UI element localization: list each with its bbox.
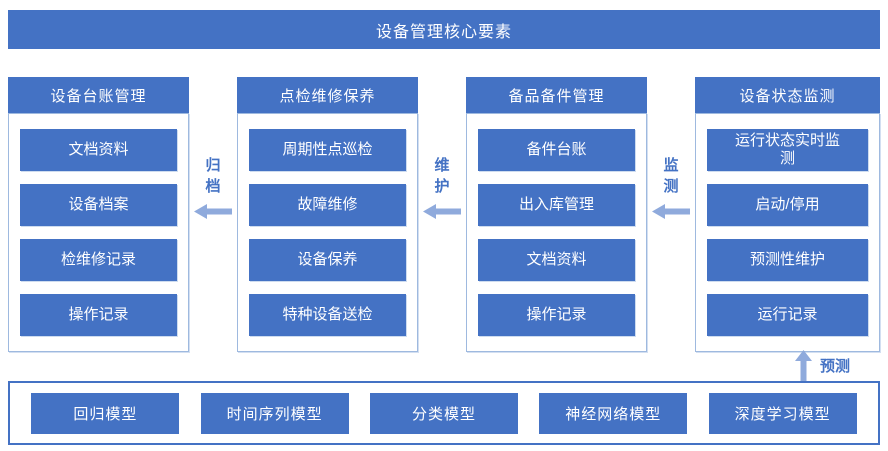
item-box: 故障维修 xyxy=(249,184,406,226)
item-box: 设备档案 xyxy=(20,184,177,226)
item-box: 备件台账 xyxy=(478,129,635,171)
model-box: 时间序列模型 xyxy=(200,392,349,434)
flow-label: 预测 xyxy=(820,358,851,375)
title-banner: 设备管理核心要素 xyxy=(8,10,880,49)
item-box: 出入库管理 xyxy=(478,184,635,226)
item-box: 预测性维护 xyxy=(707,239,868,281)
item-box: 设备保养 xyxy=(249,239,406,281)
model-box: 神经网络模型 xyxy=(539,392,688,434)
flow-gap-archive: 归档 xyxy=(189,77,237,219)
column-spare-parts: 备品备件管理 备件台账 出入库管理 文档资料 操作记录 xyxy=(466,77,647,352)
predict-flow: 预测 xyxy=(795,350,850,381)
flow-label: 归档 xyxy=(205,157,221,195)
column-header: 设备台账管理 xyxy=(8,77,189,113)
column-body: 运行状态实时监测 启动/停用 预测性维护 运行记录 xyxy=(695,113,880,352)
column-status-monitoring: 设备状态监测 运行状态实时监测 启动/停用 预测性维护 运行记录 xyxy=(695,77,880,352)
flow-label: 维护 xyxy=(434,157,450,195)
column-body: 备件台账 出入库管理 文档资料 操作记录 xyxy=(466,113,647,352)
item-box: 启动/停用 xyxy=(707,184,868,226)
item-box: 运行状态实时监测 xyxy=(707,129,868,171)
item-box: 文档资料 xyxy=(478,239,635,281)
item-box: 文档资料 xyxy=(20,129,177,171)
item-box: 检维修记录 xyxy=(20,239,177,281)
item-box: 操作记录 xyxy=(20,294,177,336)
item-box: 特种设备送检 xyxy=(249,294,406,336)
page-title: 设备管理核心要素 xyxy=(375,23,512,41)
flow-gap-maintain: 维护 xyxy=(418,77,466,219)
arrow-left-icon xyxy=(194,204,232,219)
item-label: 运行状态实时监测 xyxy=(734,132,840,167)
arrow-left-icon xyxy=(652,204,690,219)
column-inspection-maintenance: 点检维修保养 周期性点巡检 故障维修 设备保养 特种设备送检 xyxy=(237,77,418,352)
column-equipment-ledger: 设备台账管理 文档资料 设备档案 检维修记录 操作记录 xyxy=(8,77,189,352)
column-body: 周期性点巡检 故障维修 设备保养 特种设备送检 xyxy=(237,113,418,352)
model-box: 分类模型 xyxy=(369,392,518,434)
column-header: 设备状态监测 xyxy=(695,77,880,113)
models-bar: 回归模型 时间序列模型 分类模型 神经网络模型 深度学习模型 xyxy=(8,381,880,445)
column-header: 点检维修保养 xyxy=(237,77,418,113)
flow-gap-monitor: 监测 xyxy=(647,77,695,219)
arrow-left-icon xyxy=(423,204,461,219)
arrow-up-icon xyxy=(795,350,812,381)
column-header: 备品备件管理 xyxy=(466,77,647,113)
item-box: 操作记录 xyxy=(478,294,635,336)
item-box: 运行记录 xyxy=(707,294,868,336)
column-body: 文档资料 设备档案 检维修记录 操作记录 xyxy=(8,113,189,352)
item-box: 周期性点巡检 xyxy=(249,129,406,171)
columns-row: 设备台账管理 文档资料 设备档案 检维修记录 操作记录 归档 点检维修保养 周期… xyxy=(8,77,880,352)
model-box: 回归模型 xyxy=(31,392,180,434)
flow-label: 监测 xyxy=(663,157,679,195)
model-box: 深度学习模型 xyxy=(708,392,857,434)
